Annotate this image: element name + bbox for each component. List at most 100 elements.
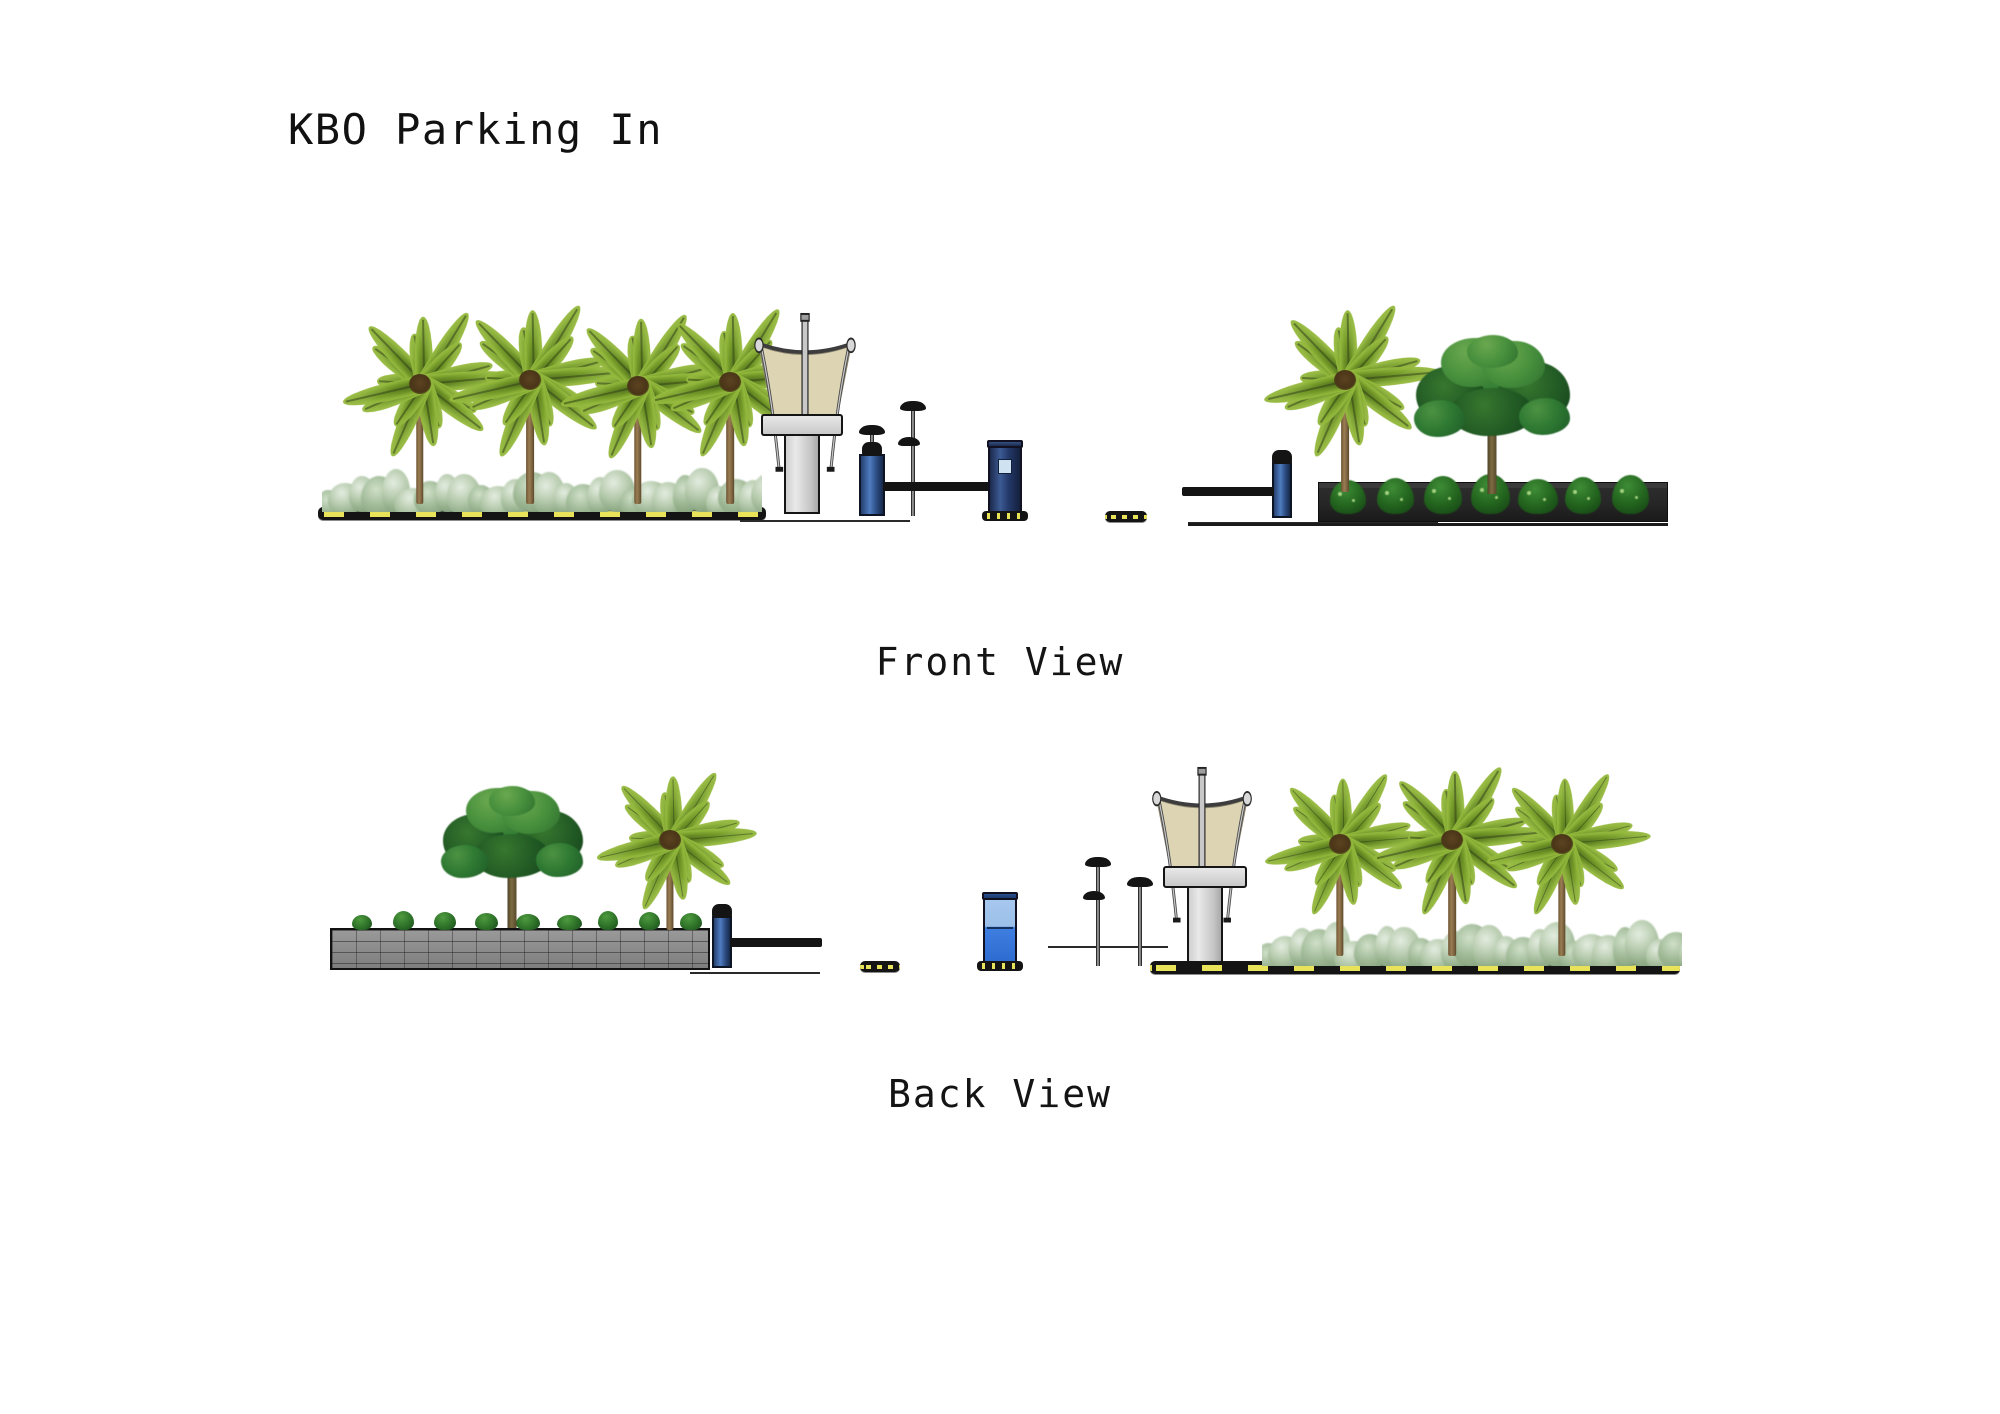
machine-top-cap	[987, 440, 1023, 448]
kiosk-body	[784, 432, 820, 514]
conical-shrub-front	[1377, 478, 1414, 514]
lamp-head	[1085, 857, 1111, 867]
lamp-head	[900, 401, 926, 411]
hedge-puff	[1658, 931, 1682, 966]
canopy-blob	[488, 786, 536, 816]
grey-brick-retaining-wall-back	[330, 928, 710, 970]
page-title: KBO Parking In	[288, 105, 664, 154]
lamp-side-fixture	[898, 437, 920, 447]
lamp-post-back-1	[1082, 856, 1114, 966]
machine-screen	[997, 459, 1013, 474]
palm-crown-heart	[719, 372, 741, 392]
palm-crown-heart	[519, 370, 541, 390]
barrier-gate-front-right[interactable]	[1182, 446, 1292, 518]
tree-canopy	[1414, 335, 1570, 447]
machine-panel-divider	[986, 927, 1014, 930]
payment-kiosk-back	[1163, 862, 1247, 964]
silver-hedge-row-right	[1262, 916, 1682, 966]
mini-shrub-back	[475, 913, 498, 930]
palm-trunk	[726, 376, 734, 504]
gate-boom-arm	[1182, 486, 1274, 496]
back-view-drawing	[0, 762, 2000, 1080]
palm-trunk	[1448, 834, 1456, 956]
mini-shrub-back	[557, 915, 582, 930]
lamp-pole	[1096, 864, 1100, 966]
mini-shrub-back	[680, 913, 702, 930]
palm-trunk	[666, 834, 674, 930]
canopy-blob	[1466, 335, 1518, 368]
conical-shrub-front	[1424, 476, 1462, 514]
palm-crown-heart	[409, 374, 431, 394]
hedge-puff	[750, 472, 762, 512]
machine-base	[982, 511, 1028, 521]
mini-shrub-back	[516, 914, 540, 930]
base-studs	[982, 963, 1018, 969]
palm-tree-2	[438, 282, 626, 504]
ticket-machine-back[interactable]	[977, 892, 1023, 971]
palm-crown-heart	[1329, 834, 1351, 854]
mini-shrub-back	[598, 911, 618, 930]
base-studs	[987, 513, 1023, 519]
gate-boom-arm	[730, 938, 822, 948]
mini-shrub-back	[352, 915, 372, 930]
lamp-head	[1127, 877, 1153, 887]
palm-crown-heart	[1551, 834, 1573, 854]
conical-shrub-front	[1565, 477, 1601, 514]
palm-tree-4	[640, 286, 824, 504]
palm-crown-heart	[627, 376, 649, 396]
tree-canopy	[441, 786, 583, 887]
kiosk-body	[1187, 884, 1223, 964]
palm-crown-heart	[659, 830, 681, 850]
canopy-blob	[1519, 398, 1570, 435]
palm-trunk	[1336, 838, 1344, 956]
lamp-post-back-2	[1124, 876, 1156, 966]
palm-tree-1	[332, 290, 512, 504]
lamp-pole	[911, 408, 915, 516]
palm-trunk	[526, 374, 534, 504]
conical-shrub-front	[1612, 475, 1649, 514]
mini-shrub-back	[639, 912, 660, 930]
curb-yellow-dashes	[860, 964, 900, 970]
tensile-shade-canopy-back	[1144, 766, 1260, 958]
palm-tree-back-3	[1476, 752, 1652, 956]
canopy-geometry	[754, 312, 856, 472]
gate-head	[1272, 450, 1292, 464]
palm-trunk	[1341, 374, 1349, 492]
wheel-stop-back	[860, 961, 900, 972]
palm-tree-back-2	[1362, 744, 1546, 956]
palm-trunk	[634, 380, 642, 504]
barrier-gate-back[interactable]	[712, 900, 822, 968]
gate-head	[862, 442, 882, 456]
palm-tree-right	[1253, 282, 1441, 492]
gate-boom-arm	[883, 482, 991, 492]
back-view-caption: Back View	[888, 1072, 1112, 1116]
hedge-puff	[1678, 932, 1682, 966]
wheel-stop-front	[1105, 511, 1147, 522]
lamp-post-front-2	[897, 400, 929, 516]
broadleaf-shade-tree-front	[1414, 300, 1570, 494]
payment-kiosk-front	[761, 410, 843, 514]
mini-shrub-back	[393, 911, 414, 930]
canopy-geometry	[1152, 766, 1252, 923]
machine-base	[977, 961, 1023, 971]
palm-trunk	[416, 378, 424, 504]
ticket-machine-front[interactable]	[982, 440, 1028, 521]
barrier-gate-front-left[interactable]	[859, 438, 991, 516]
front-view-caption: Front View	[875, 640, 1125, 684]
machine-top-cap	[982, 892, 1018, 900]
palm-trunk	[1558, 838, 1566, 956]
curb-yellow-dashes	[1150, 965, 1680, 971]
lamp-head	[859, 425, 885, 435]
ground-line-right-base	[1188, 523, 1668, 526]
ground-line-center	[740, 520, 910, 522]
gate-post	[712, 916, 732, 968]
kiosk-counter-top	[1163, 866, 1247, 888]
kiosk-counter-top	[761, 414, 843, 436]
canopy-blob	[536, 843, 583, 877]
tensile-shade-canopy-front	[746, 312, 864, 508]
palm-crown-heart	[1334, 370, 1356, 390]
ground-line-back-left	[690, 972, 820, 974]
palm-tree-back-1	[1254, 752, 1430, 956]
gate-arm-back-line	[1048, 946, 1168, 948]
